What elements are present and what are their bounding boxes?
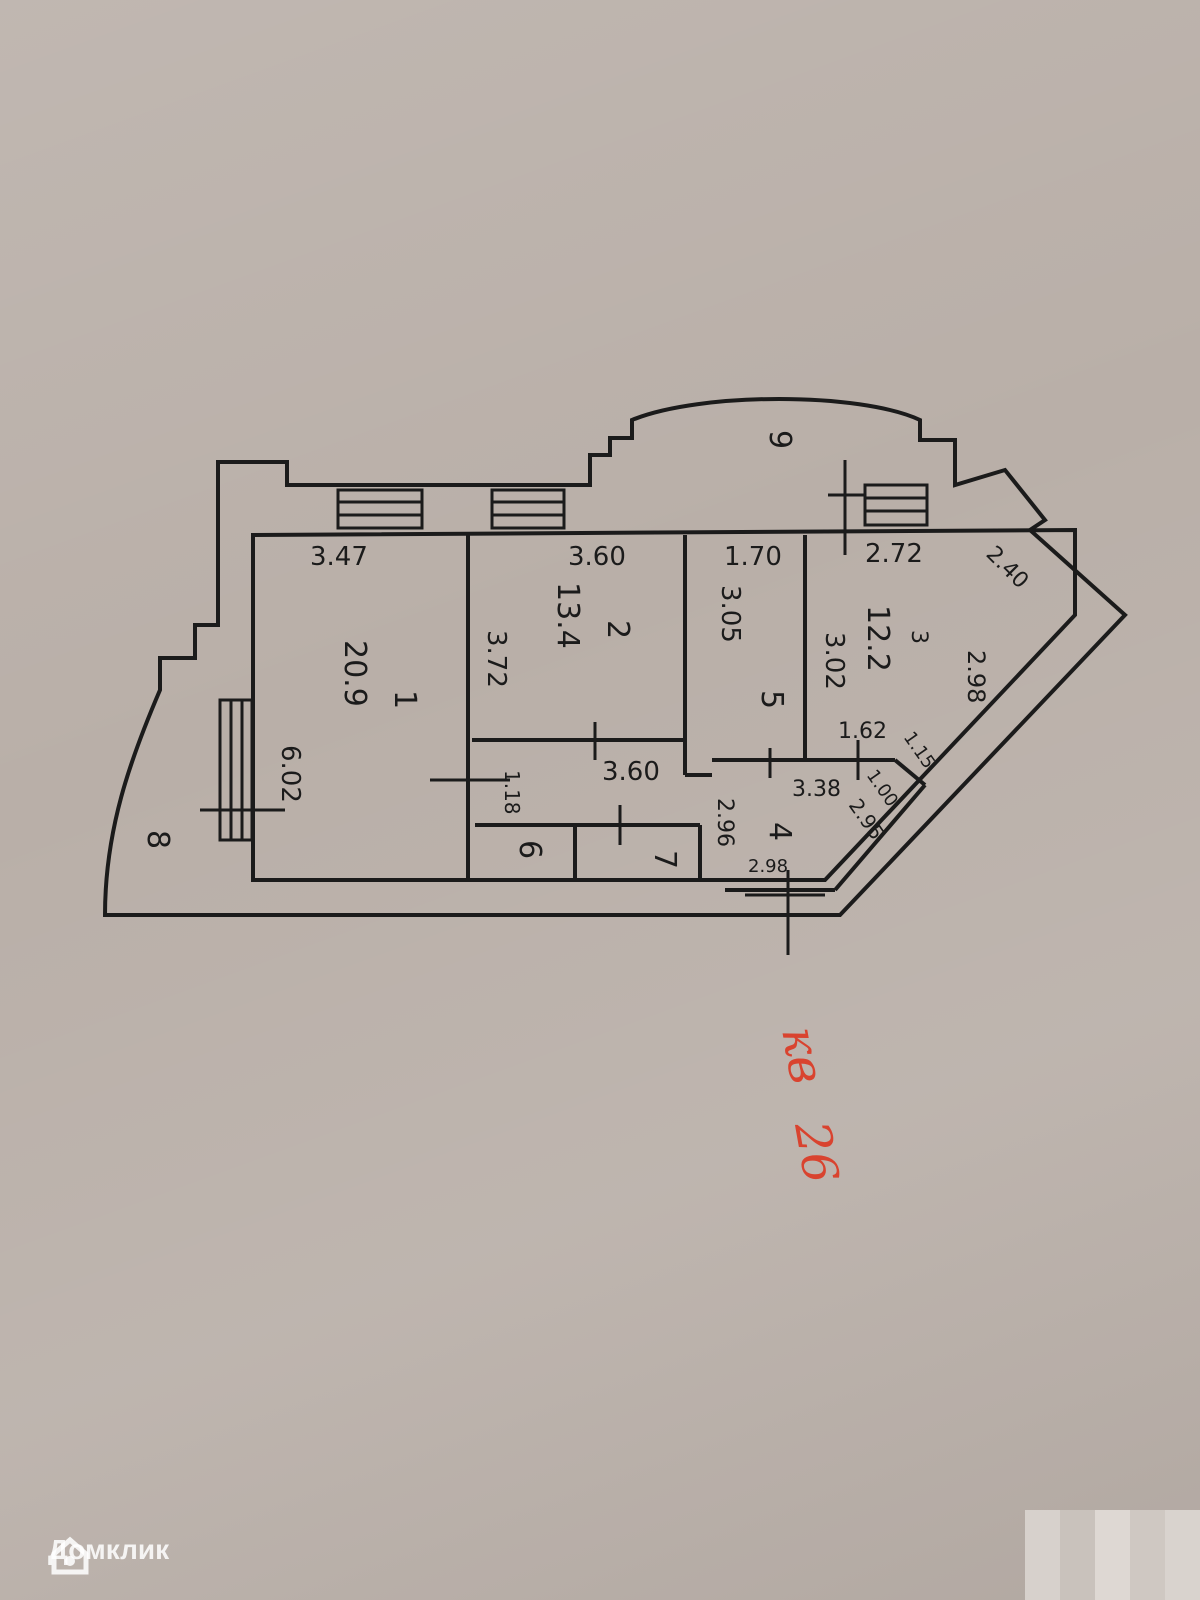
dimension-label: 3.72 <box>481 630 511 688</box>
dimension-label: 2.98 <box>962 650 990 703</box>
dimension-label: 3.60 <box>568 542 626 572</box>
dimension-label: 1.70 <box>724 542 782 572</box>
annotation-line-1: кв <box>770 1022 835 1087</box>
annotation-line-2: 26 <box>783 1116 849 1187</box>
room-number-1: 1 <box>387 690 422 709</box>
dimension-label: 3.47 <box>310 542 368 572</box>
home-logo-icon <box>51 1536 89 1575</box>
room-area-2: 13.4 <box>550 582 585 649</box>
inner-wall <box>251 527 1077 882</box>
room-number-2: 2 <box>600 620 635 639</box>
room-area-3: 12.2 <box>860 605 895 672</box>
dimension-label: 1.18 <box>500 770 524 815</box>
room-number-3: 3 <box>906 630 931 644</box>
dimension-label: 3.02 <box>819 632 849 690</box>
room-number-7: 7 <box>647 850 682 869</box>
wall-diagonal-b <box>833 783 927 892</box>
dimension-label: 2.96 <box>712 798 737 847</box>
door-marks <box>200 460 865 955</box>
watermark: Домклик <box>48 1534 169 1575</box>
wall-diagonal-a <box>893 758 927 787</box>
room-number-5: 5 <box>754 690 789 709</box>
outer-wall <box>102 397 1128 917</box>
window-room3 <box>863 483 929 527</box>
dimension-label: 2.40 <box>981 542 1033 594</box>
window-room1-side <box>218 698 254 842</box>
dimension-label: 6.02 <box>275 745 305 803</box>
dimension-label: 3.05 <box>715 585 745 643</box>
dimension-label: 3.38 <box>792 777 841 802</box>
dimension-label: 3.60 <box>602 757 660 787</box>
pixelated-corner <box>1025 1510 1200 1600</box>
window-room2 <box>490 488 566 530</box>
room-number-9: 9 <box>762 430 797 449</box>
room-number-8: 8 <box>140 830 175 849</box>
room-number-4: 4 <box>762 822 797 841</box>
window-room1 <box>336 488 424 530</box>
room-number-6: 6 <box>512 840 547 859</box>
room-area-1: 20.9 <box>337 640 372 707</box>
dimension-label: 2.72 <box>865 539 923 569</box>
dimension-label: 1.62 <box>838 719 887 744</box>
dimension-label: 2.98 <box>748 856 788 877</box>
